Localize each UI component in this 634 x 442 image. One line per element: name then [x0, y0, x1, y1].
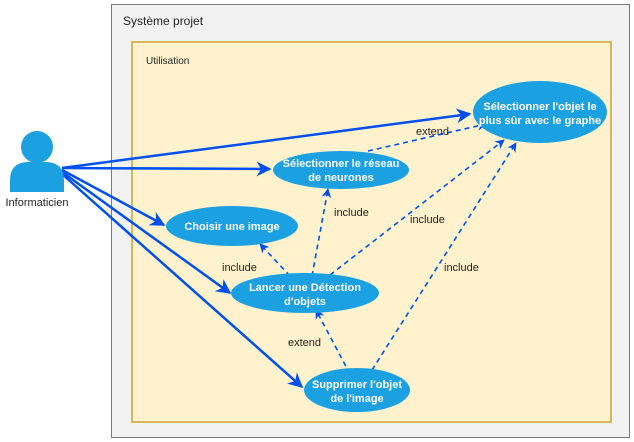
association-select-best: [61, 108, 472, 170]
package-title: Utilisation: [146, 56, 190, 67]
use-case-launch-detection-line2: d'objets: [284, 296, 326, 308]
association-select-network: [61, 161, 272, 177]
use-case-select-network-line1: Sélectionner le réseau: [283, 158, 400, 170]
label-include-choose-image: include: [222, 262, 257, 274]
use-case-launch-detection[interactable]: Lancer une Détection d'objets: [231, 273, 379, 313]
use-case-delete-object-line2: de l'image: [330, 393, 383, 405]
use-case-delete-object[interactable]: Supprimer l'objet de l'image: [304, 368, 410, 412]
include-choose-image: [259, 243, 291, 277]
association-launch-detection: [61, 170, 232, 295]
use-case-launch-detection-line1: Lancer une Détection: [249, 282, 361, 294]
actor-label: Informaticien: [6, 197, 69, 209]
extend-to-select-best: [367, 121, 487, 152]
association-delete-object: [61, 173, 304, 388]
associations: [61, 108, 472, 388]
use-case-select-network[interactable]: Sélectionner le réseau de neurones: [273, 151, 409, 189]
label-include-select-best-delete: include: [444, 262, 479, 274]
label-include-select-network: include: [334, 207, 369, 219]
association-choose-image: [61, 168, 166, 227]
use-case-select-network-line2: de neurones: [308, 172, 373, 184]
system-title: Système projet: [123, 14, 204, 28]
use-case-select-best-line1: Sélectionner l'objet le: [483, 101, 596, 113]
label-extend-delete: extend: [288, 337, 321, 349]
use-case-select-best[interactable]: Sélectionner l'objet le plus sûr avec le…: [473, 81, 607, 143]
use-case-choose-image[interactable]: Choisir une image: [166, 206, 298, 246]
actor-informaticien[interactable]: Informaticien: [6, 131, 69, 209]
label-extend-select-best: extend: [416, 126, 449, 138]
include-select-network: [311, 188, 332, 277]
include-select-best-from-launch: [329, 139, 505, 276]
use-case-select-best-line2: plus sûr avec le graphe: [479, 115, 601, 127]
user-icon: [10, 131, 64, 192]
use-case-delete-object-line1: Supprimer l'objet: [312, 379, 402, 391]
dependencies: [259, 121, 517, 375]
use-case-choose-image-line1: Choisir une image: [184, 221, 279, 233]
label-include-select-best-launch: include: [410, 214, 445, 226]
extend-delete-to-launch: [315, 309, 351, 375]
